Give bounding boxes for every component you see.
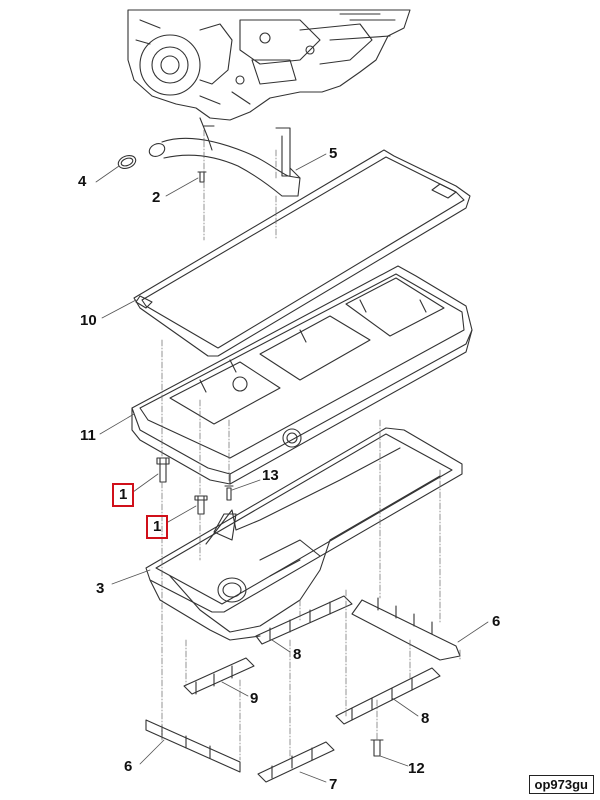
oil-pan-gasket — [133, 149, 471, 357]
bolt — [197, 171, 207, 183]
callout-6: 6 — [492, 613, 501, 630]
seal-strip — [183, 657, 255, 695]
bolt — [194, 495, 208, 515]
alignment-lines — [161, 129, 461, 761]
callout-8: 8 — [293, 646, 302, 663]
leader-lines — [95, 153, 489, 783]
seal-strip — [255, 595, 353, 645]
callout-4: 4 — [78, 173, 87, 190]
seal-strip — [145, 719, 241, 773]
engine-block — [127, 9, 411, 121]
callout-12: 12 — [408, 760, 425, 777]
stud — [224, 485, 234, 501]
upper-oil-pan — [131, 265, 473, 485]
callout-1-highlighted: 1 — [146, 515, 169, 539]
callout-3: 3 — [96, 580, 105, 597]
callout-11: 11 — [80, 427, 96, 444]
seal-strip — [351, 597, 461, 661]
callout-9: 9 — [250, 690, 259, 707]
bolt — [370, 739, 384, 757]
callout-6: 6 — [124, 758, 133, 775]
seal-strip — [257, 741, 335, 783]
callout-2: 2 — [152, 189, 161, 206]
oil-pickup-tube — [148, 117, 301, 197]
o-ring — [117, 155, 137, 169]
callout-1-highlighted: 1 — [112, 483, 135, 507]
bolt — [156, 457, 170, 483]
lower-oil-pan — [145, 427, 463, 641]
callout-13: 13 — [262, 467, 279, 484]
callout-7: 7 — [329, 776, 338, 793]
callout-10: 10 — [80, 312, 97, 329]
callout-8: 8 — [421, 710, 430, 727]
seal-strip — [335, 667, 441, 725]
reference-code: op973gu — [528, 775, 594, 794]
callout-5: 5 — [329, 145, 338, 162]
